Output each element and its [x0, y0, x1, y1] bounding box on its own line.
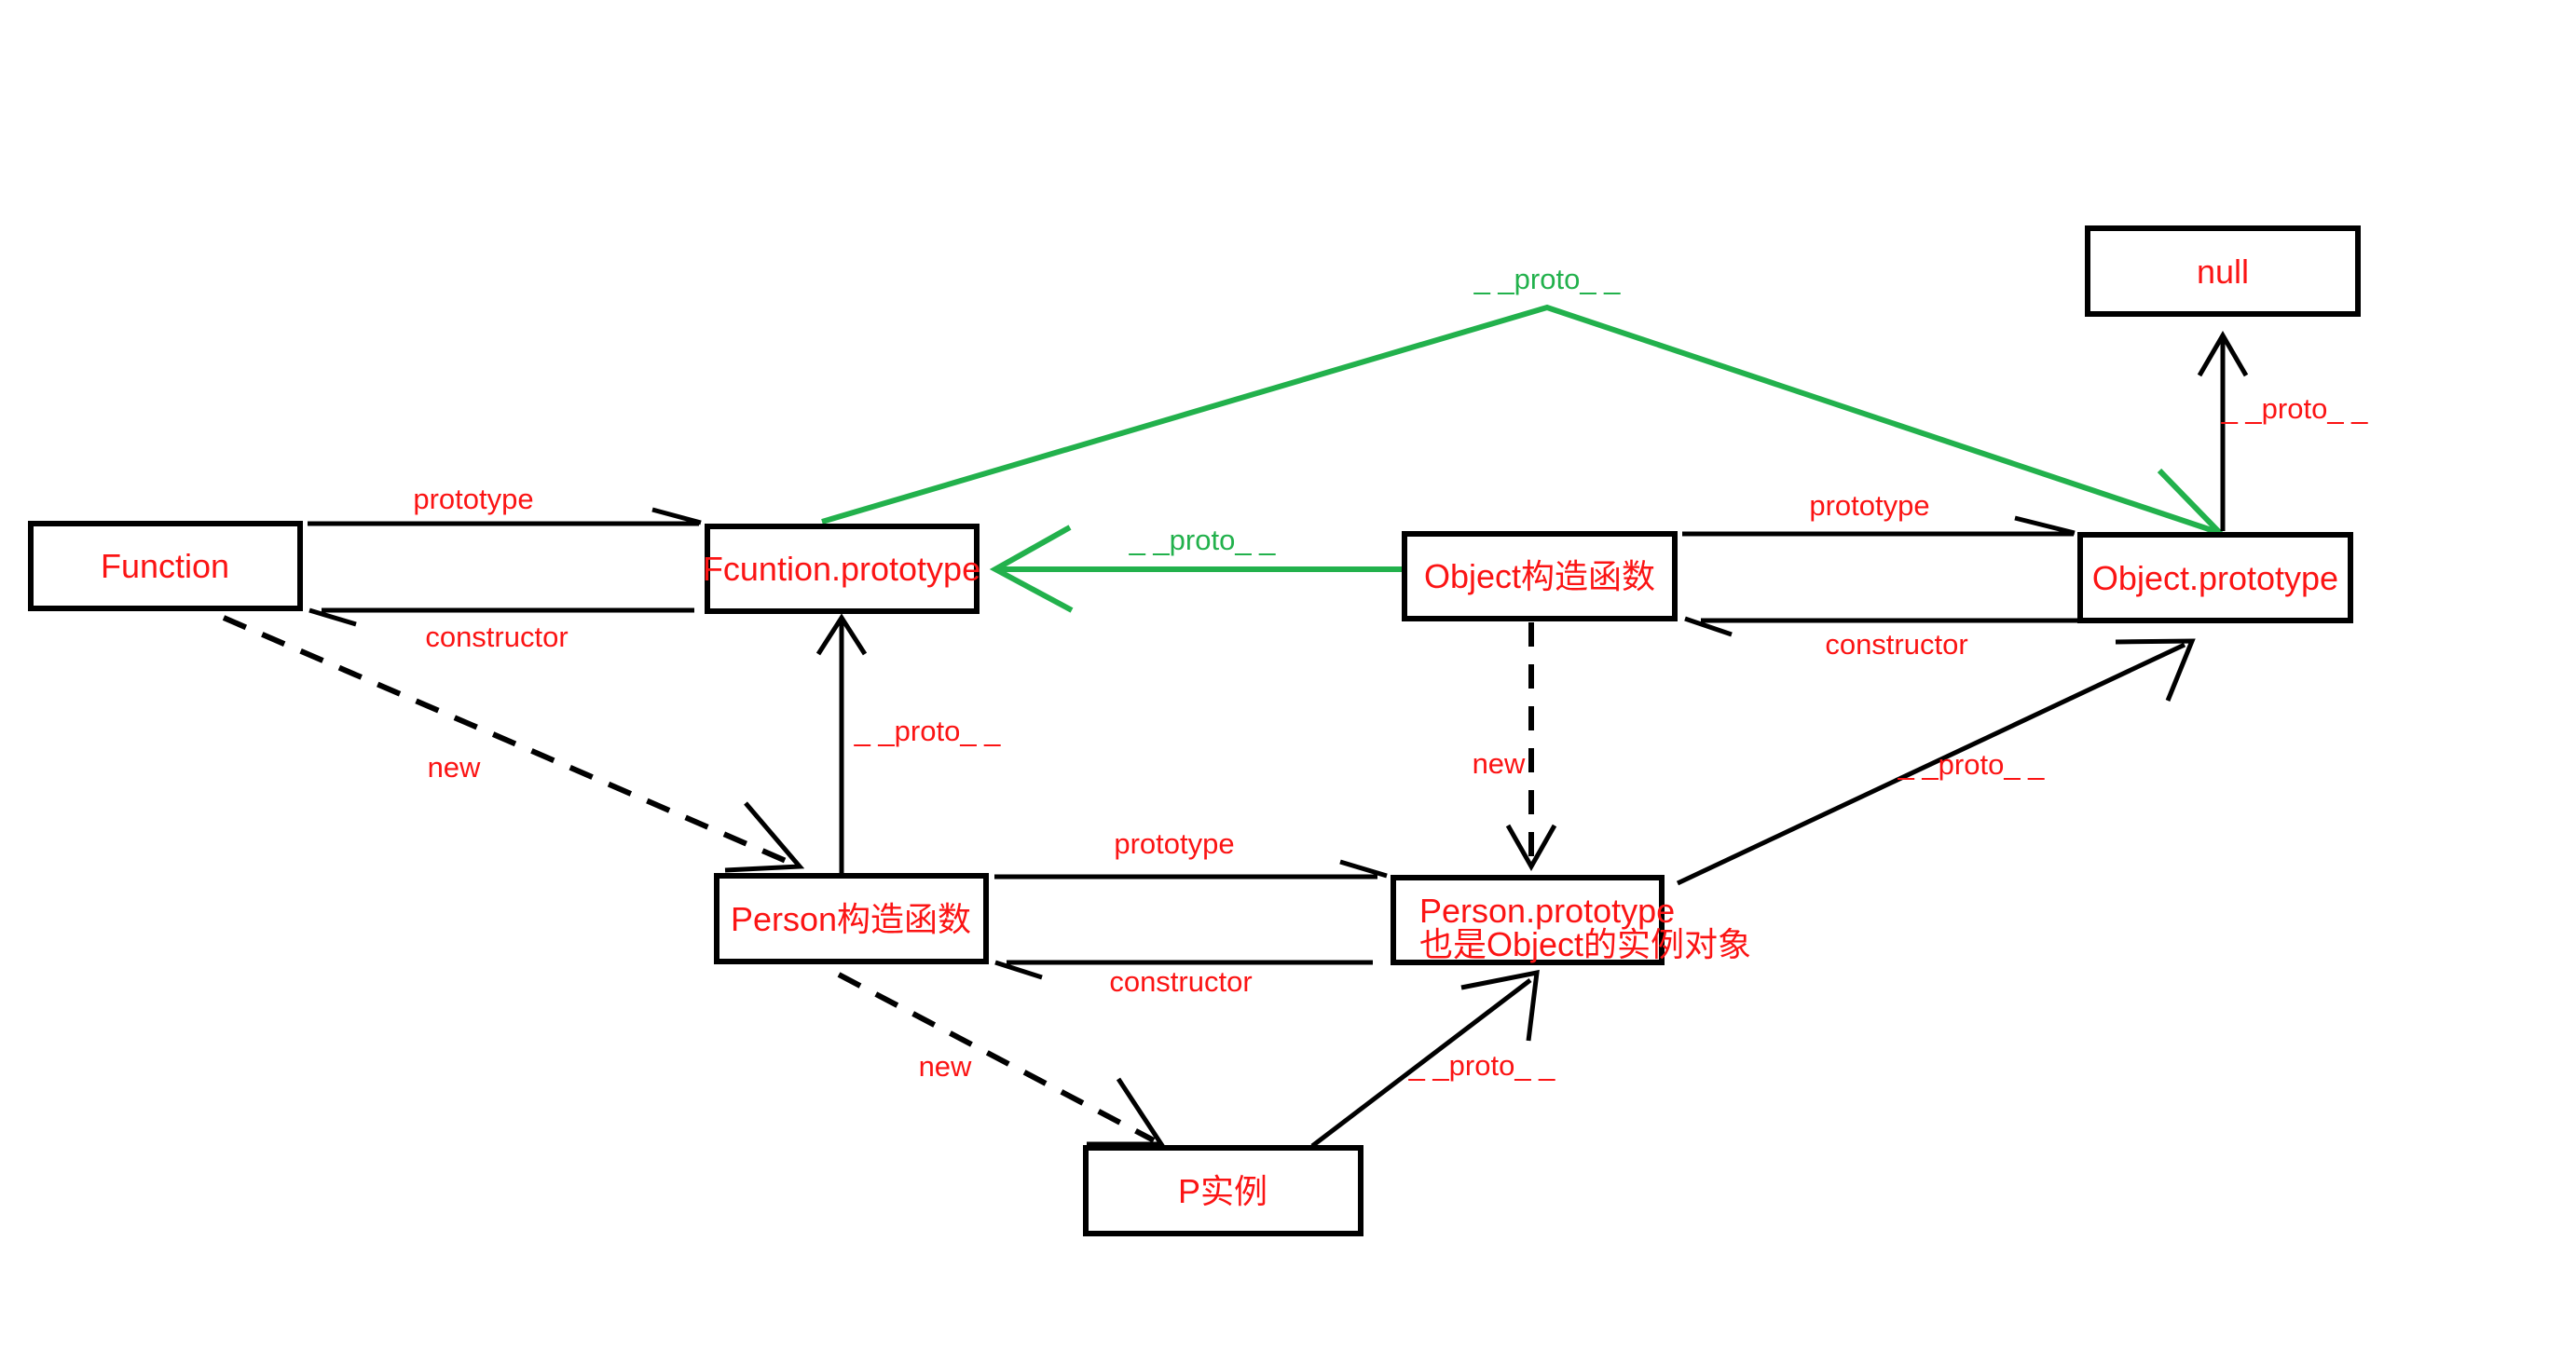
- person-constructor-label: Person构造函数: [731, 900, 971, 938]
- null-box: [2085, 225, 2361, 317]
- proto-label-p-instance: _ _proto_ _: [1408, 1049, 1556, 1082]
- prototype-label-person: prototype: [1114, 827, 1234, 860]
- prototype-label-object: prototype: [1809, 489, 1929, 522]
- object-constructor-label: Object构造函数: [1424, 557, 1655, 595]
- new-arrowhead-person: [1087, 1077, 1166, 1147]
- constructor-label-object: constructor: [1825, 628, 1967, 661]
- object-constructor-box: [1402, 531, 1678, 621]
- prototype-arrowhead-function: [651, 507, 702, 525]
- proto-label-null: _ _proto_ _: [2221, 392, 2369, 425]
- function-box: [28, 521, 303, 611]
- object-prototype-label: Object.prototype: [2092, 559, 2338, 597]
- new-label-function: new: [428, 751, 481, 784]
- proto-arrowhead-object: [2115, 638, 2196, 702]
- person-prototype-box: [1391, 875, 1665, 965]
- new-arrowhead-object: [1505, 824, 1557, 872]
- p-instance-box: [1083, 1145, 1363, 1236]
- proto-arrowhead-null: [2197, 331, 2249, 377]
- p-instance-label: P实例: [1178, 1172, 1267, 1210]
- proto-arrowhead-person-ctor: [815, 613, 868, 656]
- new-line-person: [837, 972, 1156, 1143]
- proto-arrowhead-p-instance: [1460, 969, 1540, 1042]
- green-proto-mid-label: _ _proto_ _: [1129, 524, 1277, 556]
- fcuntion-prototype-box: [705, 524, 980, 614]
- proto-line-p-instance: [1310, 978, 1532, 1148]
- new-label-object: new: [1473, 747, 1526, 780]
- constructor-label-function: constructor: [425, 621, 568, 653]
- new-line-function: [222, 615, 792, 866]
- person-prototype-label: Person.prototype: [1419, 892, 1675, 930]
- proto-label-person-ctor: _ _proto_ _: [854, 715, 1002, 747]
- constructor-arrowhead-person: [994, 960, 1043, 980]
- proto-line-object: [1676, 642, 2186, 886]
- person-prototype-sublabel: 也是Object的实例对象: [1419, 925, 1751, 963]
- green-proto-line-top: [821, 304, 2221, 536]
- prototype-label-function: prototype: [413, 483, 533, 515]
- constructor-label-person: constructor: [1109, 965, 1252, 998]
- null-label: null: [2197, 252, 2249, 291]
- new-arrowhead-function: [724, 801, 805, 873]
- green-proto-top-label: _ _proto_ _: [1473, 263, 1622, 295]
- green-proto-mid-arrowhead: [989, 525, 1074, 613]
- object-prototype-box: [2077, 532, 2353, 623]
- new-label-person: new: [919, 1050, 972, 1083]
- constructor-arrowhead-object: [1684, 616, 1733, 637]
- function-label: Function: [101, 547, 229, 585]
- person-constructor-box: [714, 873, 989, 964]
- prototype-arrowhead-object: [2014, 515, 2076, 536]
- constructor-arrowhead-function: [308, 607, 357, 627]
- prototype-arrowhead-person: [1339, 859, 1388, 879]
- fcuntion-prototype-label: Fcuntion.prototype: [703, 550, 980, 588]
- proto-label-object: _ _proto_ _: [1898, 748, 2046, 781]
